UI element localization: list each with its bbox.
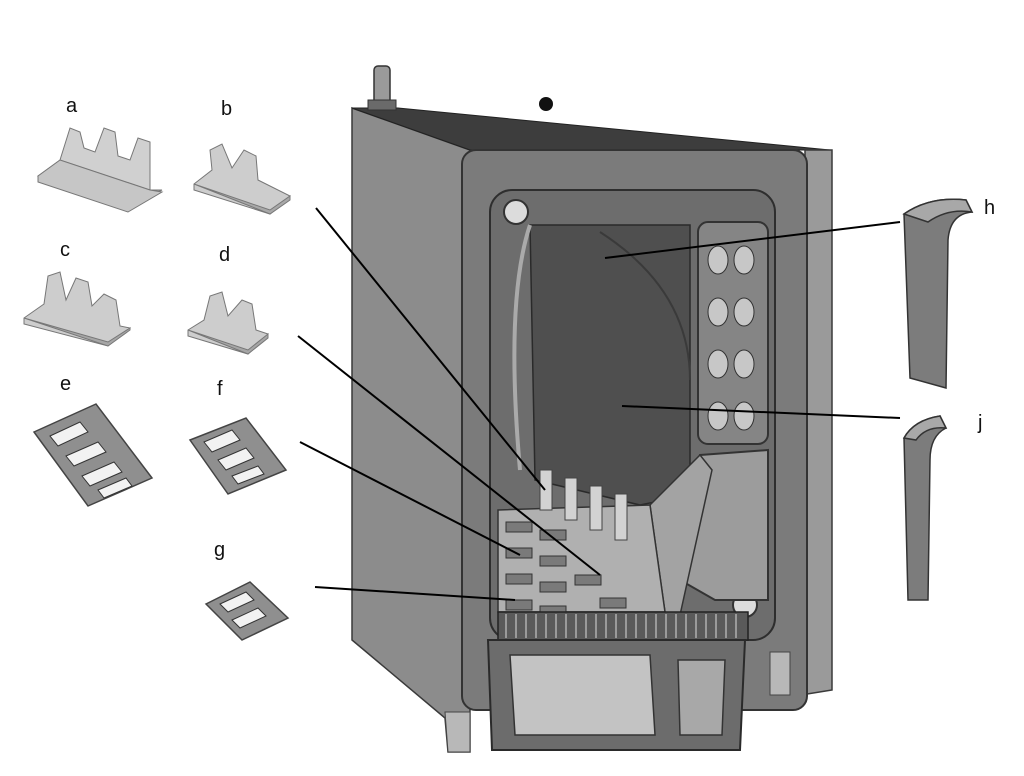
part-a-comb [36, 127, 164, 213]
heat-exchanger-column [697, 221, 769, 445]
part-d-comb [187, 291, 269, 355]
base-foot-left [444, 711, 471, 753]
part-e-grate-plate [32, 403, 154, 507]
label-h: h [984, 197, 996, 219]
label-g: g [214, 539, 226, 561]
chamber-curve-front [599, 231, 691, 381]
ash-pit-opening-right [677, 659, 726, 736]
part-f-grate-plate [188, 417, 288, 495]
boiler-left-side-panel [351, 106, 471, 753]
part-j-curved-baffle [902, 415, 948, 601]
heat-exchanger-fins [707, 245, 755, 431]
leader-line-h [604, 221, 901, 259]
grate-bar-ticks [505, 614, 737, 638]
top-handle [373, 65, 391, 105]
label-f: f [217, 378, 223, 400]
boiler-body [351, 65, 833, 753]
part-h-curved-baffle [902, 198, 974, 389]
leader-lines [297, 207, 901, 601]
leader-line-j [621, 405, 901, 419]
part-g-grate-plate [204, 581, 290, 641]
leader-line-g [314, 586, 516, 601]
leader-line-b [315, 207, 546, 491]
frame-hole-top [503, 199, 529, 225]
label-e: e [60, 373, 72, 395]
label-a: a [66, 95, 78, 117]
part-c-comb [23, 271, 132, 347]
chamber-curve-left [512, 224, 532, 471]
top-handle-base [367, 99, 397, 111]
base-foot-right [769, 651, 791, 696]
label-c: c [60, 239, 70, 261]
top-knob [539, 97, 553, 111]
floor-comb-teeth [539, 469, 628, 541]
leader-line-d [297, 335, 601, 576]
label-d: d [219, 244, 231, 266]
part-b-comb [193, 143, 291, 215]
label-b: b [221, 98, 233, 120]
floor-grate-slots [505, 521, 627, 617]
ash-pit-opening [509, 654, 656, 736]
leader-line-f [299, 441, 521, 556]
combustion-chamber-wall [529, 224, 691, 506]
label-j: j [978, 412, 983, 434]
